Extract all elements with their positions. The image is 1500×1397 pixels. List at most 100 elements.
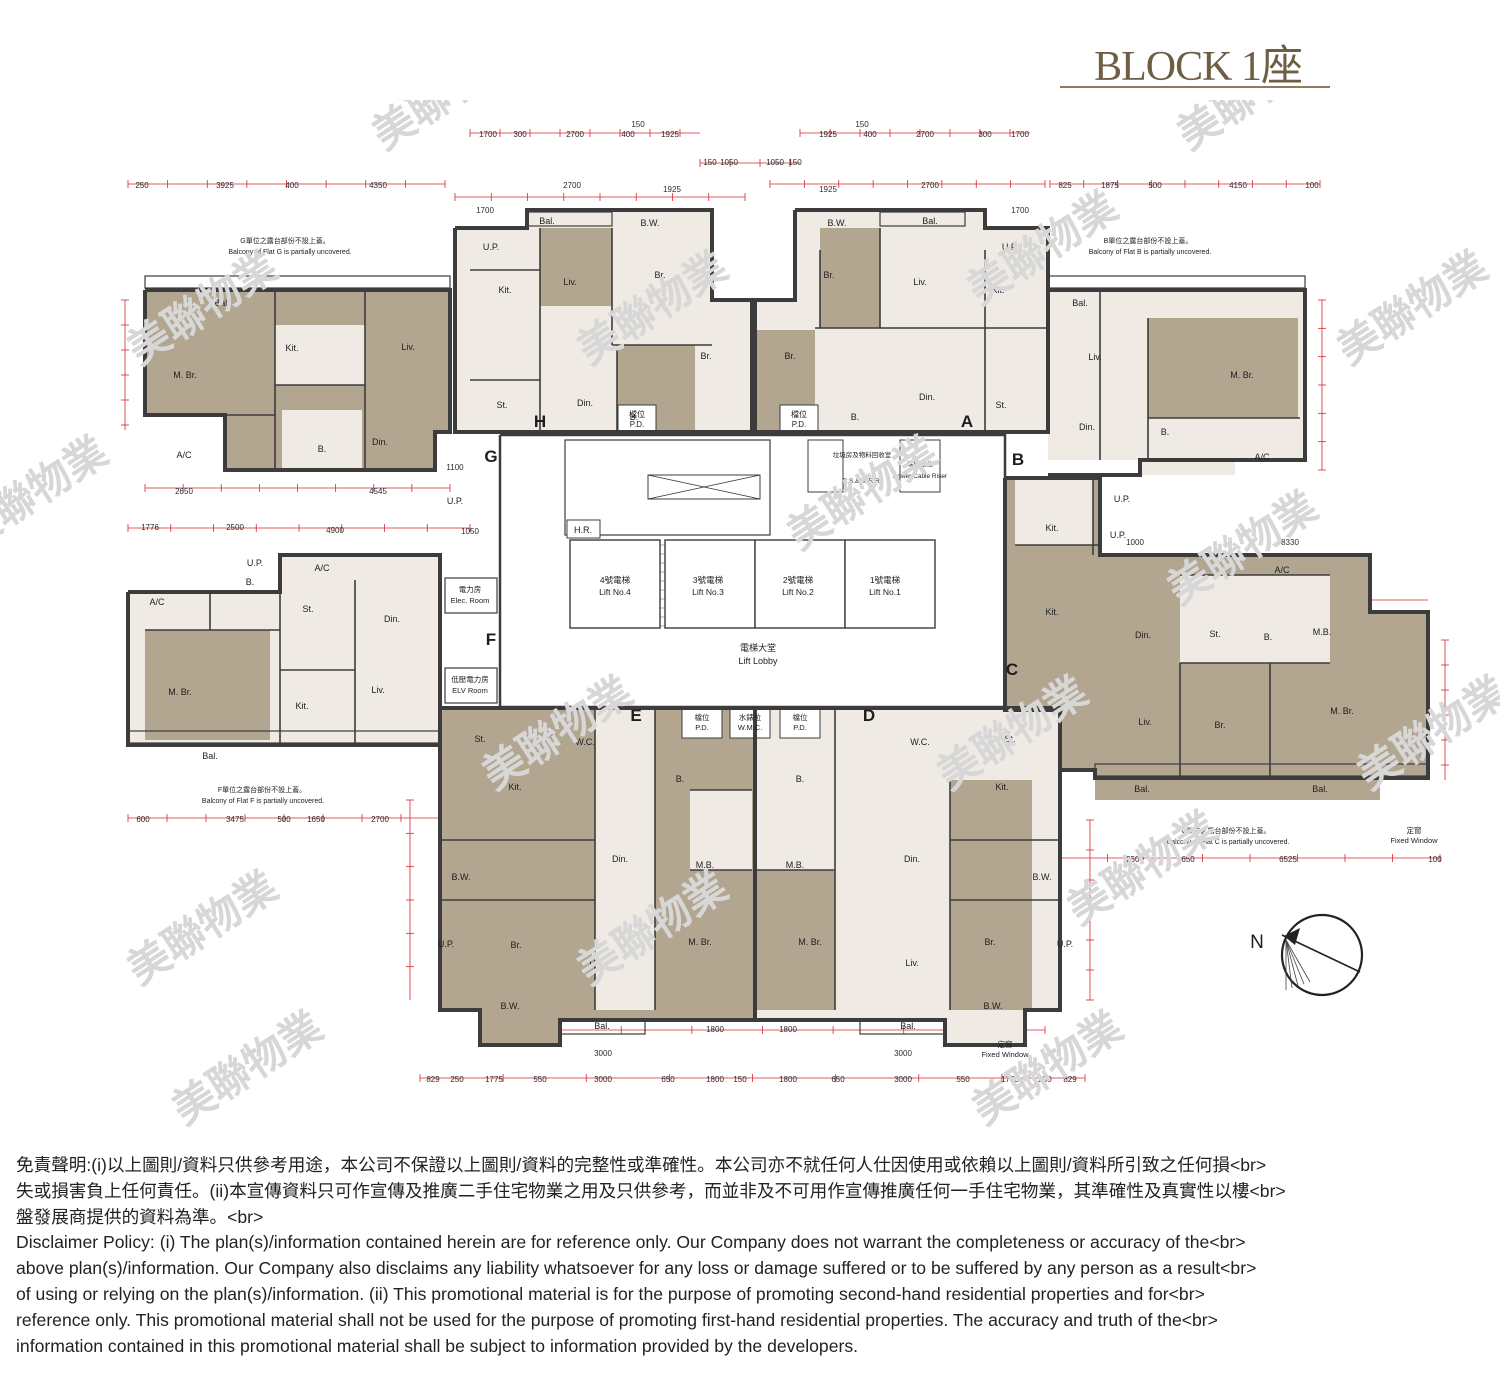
watermark-text: 美聯物業 — [1059, 802, 1226, 933]
flat-letter-d: D — [863, 706, 875, 725]
room-label-c-ac: A/C — [1274, 565, 1290, 575]
note-g-zh: G單位之露台部份不設上蓋。 — [240, 236, 329, 245]
dimension-label: 1925 — [819, 185, 837, 194]
compass-hatch — [1285, 939, 1311, 983]
room-label-b-b: B. — [1161, 427, 1170, 437]
room-label-h-bw: B.W. — [640, 218, 659, 228]
note-b-zh: B單位之露台部份不設上蓋。 — [1104, 236, 1193, 245]
fixed-window-zh: 定窗 — [1407, 825, 1422, 835]
room-label-g-bal: Bal. — [214, 298, 230, 308]
room-label-c-b: B. — [1264, 632, 1273, 642]
room-label-f-bal: Bal. — [202, 751, 218, 761]
dimension-label: 3475 — [226, 815, 244, 824]
title-rule — [1060, 86, 1330, 88]
dimension-label: 1050 — [461, 527, 479, 536]
room-label-a-st: St. — [995, 400, 1006, 410]
elv-room — [444, 667, 498, 704]
balcony-rail — [127, 730, 441, 744]
hose-reel — [566, 519, 601, 539]
dimension-label: 825 — [1058, 181, 1072, 190]
room-label-e-kit: Kit. — [508, 782, 521, 792]
note-c-en: Balcony of Flat C is partially uncovered… — [1167, 839, 1290, 846]
elec-room-zh: 電力房 — [459, 584, 482, 594]
room-label-d-kit: Kit. — [995, 782, 1008, 792]
flat-a-bedroom-dark — [820, 228, 880, 328]
header: BLOCK 1座 — [1060, 28, 1330, 90]
dimension-label: 300 — [513, 130, 527, 139]
room-label-g-din: Din. — [372, 437, 388, 447]
room-label-g-mbr: M. Br. — [173, 370, 197, 380]
lift-label-zh: 1號電梯 — [870, 575, 901, 585]
room-label-b-bal: Bal. — [1072, 298, 1088, 308]
dimension-label: 2500 — [226, 523, 244, 532]
flat-letter-c: C — [1006, 660, 1018, 679]
room-label-g-up: U.P. — [447, 496, 463, 506]
room-label-b-liv: Liv. — [1088, 352, 1101, 362]
units — [128, 210, 1428, 1045]
disclaimer-line: Disclaimer Policy: (i) The plan(s)/infor… — [16, 1232, 1246, 1253]
dimension-label: 400 — [285, 181, 299, 190]
dimension-label: 250 — [1038, 1075, 1052, 1084]
dimension-label: 2700 — [566, 130, 584, 139]
room-label-h-kit: Kit. — [498, 285, 511, 295]
compass-hatch — [1285, 939, 1299, 987]
dimension-label: 1925 — [663, 185, 681, 194]
flat-letter-f: F — [486, 630, 496, 649]
watermark-text: 美聯物業 — [164, 1002, 331, 1133]
room-label-e-mb: M.B. — [696, 860, 715, 870]
dimension-label: 4900 — [326, 526, 344, 535]
room-label-d-din: Din. — [904, 854, 920, 864]
dimension-label: 500 — [277, 815, 291, 824]
pd-zh: 檔位 — [695, 712, 710, 722]
dimension-label: 1775 — [1001, 1075, 1019, 1084]
room-label-h-br2: Br. — [700, 351, 711, 361]
dimension-label: 3000 — [594, 1049, 612, 1058]
room-label-c-up: U.P. — [1110, 530, 1126, 540]
dimension-label: 4350 — [369, 181, 387, 190]
lift-lobby-en: Lift Lobby — [738, 656, 778, 666]
balcony-rail — [559, 1019, 646, 1035]
flat-g-bath — [282, 410, 362, 470]
note-f-zh: F單位之露台部份不設上蓋。 — [218, 785, 306, 794]
dimension-label: 400 — [621, 130, 635, 139]
refuse-room — [807, 439, 844, 493]
watermark-text: 美聯物業 — [0, 427, 115, 558]
dimension-label: 550 — [533, 1075, 547, 1084]
lift-shaft — [754, 539, 846, 629]
dimension-label: 1000 — [1126, 538, 1144, 547]
room-label-c-liv: Liv. — [1138, 717, 1151, 727]
balcony-rail — [859, 1019, 946, 1035]
compass: N — [1250, 913, 1364, 997]
room-label-h-up: U.P. — [483, 242, 499, 252]
dimension-label: 100 — [1305, 181, 1319, 190]
note-b-en: Balcony of Flat B is partially uncovered… — [1089, 249, 1212, 256]
room-label-core-hr: H.R. — [574, 525, 592, 535]
room-label-a-liv: Liv. — [913, 277, 926, 287]
room-label-c-st: St. — [1209, 629, 1220, 639]
dimension-label: 2700 — [921, 181, 939, 190]
room-label-a-b: B. — [851, 412, 860, 422]
watermark-text: 美聯物業 — [119, 862, 286, 993]
room-label-a-bal: Bal. — [922, 216, 938, 226]
room-label-d-br: Br. — [984, 937, 995, 947]
room-label-g-b: B. — [318, 444, 327, 454]
dimension-label: 1776 — [141, 523, 159, 532]
room-label-f-up: U.P. — [247, 558, 263, 568]
flat-b-master-dark — [1148, 318, 1298, 418]
block-title: BLOCK 1座 — [1094, 44, 1303, 90]
flat-d-master-dark — [755, 870, 835, 1010]
room-label-d-b: B. — [796, 774, 805, 784]
pd-en: P.D. — [793, 723, 807, 732]
compass-hatch — [1285, 939, 1293, 989]
room-label-d-wc: W.C. — [910, 737, 930, 747]
compass-circle — [1280, 913, 1364, 997]
dimension-label: 6525 — [1279, 855, 1297, 864]
room-label-d-mbr: M. Br. — [798, 937, 822, 947]
dimension-label: 650 — [661, 1075, 675, 1084]
flat-letter-b: B — [1012, 450, 1024, 469]
pd-zh: 檔位 — [791, 409, 807, 419]
dimension-label: 1650 — [307, 815, 325, 824]
dimension-label: 3000 — [594, 1075, 612, 1084]
room-label-d-bw: B.W. — [1032, 872, 1051, 882]
